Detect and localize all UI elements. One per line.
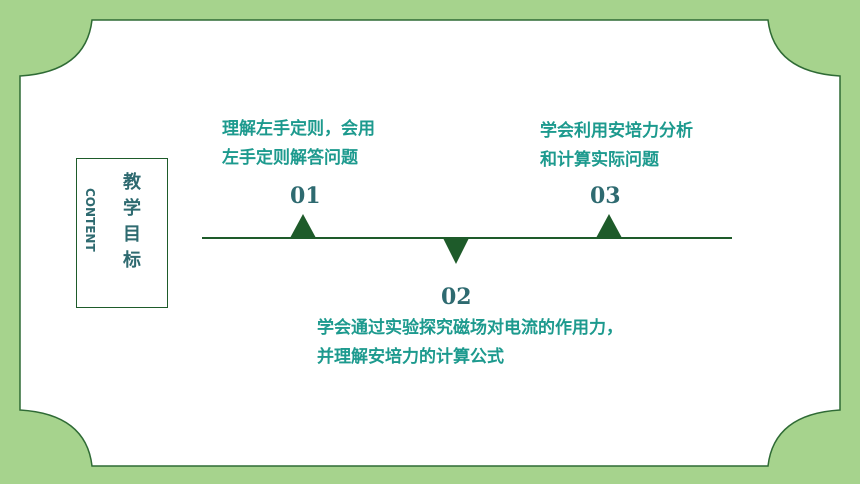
timeline-item-02-line-2: 并理解安培力的计算公式 [317,347,504,367]
timeline-item-01-text: 理解左手定则，会用 左手定则解答问题 [222,115,375,173]
timeline-item-02-number: 02 [441,284,472,310]
timeline-item-03-text: 学会利用安培力分析 和计算实际问题 [540,117,693,175]
timeline-item-01-line-2: 左手定则解答问题 [222,148,358,168]
timeline-marker-03 [596,214,622,238]
timeline-item-01-line-1: 理解左手定则，会用 [222,119,375,139]
timeline-item-01-number: 01 [290,183,321,209]
card-shape [19,19,841,467]
timeline-marker-02 [443,238,469,264]
timeline-item-03-number: 03 [590,183,621,209]
section-label-box [76,158,168,308]
section-label-english: CONTENT [83,188,97,252]
timeline-item-03-line-1: 学会利用安培力分析 [540,121,693,141]
timeline-item-02-text: 学会通过实验探究磁场对电流的作用力， 并理解安培力的计算公式 [317,314,623,372]
timeline-item-03-line-2: 和计算实际问题 [540,150,659,170]
timeline-marker-01 [290,214,316,238]
timeline-item-02-line-1: 学会通过实验探究磁场对电流的作用力， [317,318,623,338]
section-label-chinese: 教学目标 [120,172,141,276]
